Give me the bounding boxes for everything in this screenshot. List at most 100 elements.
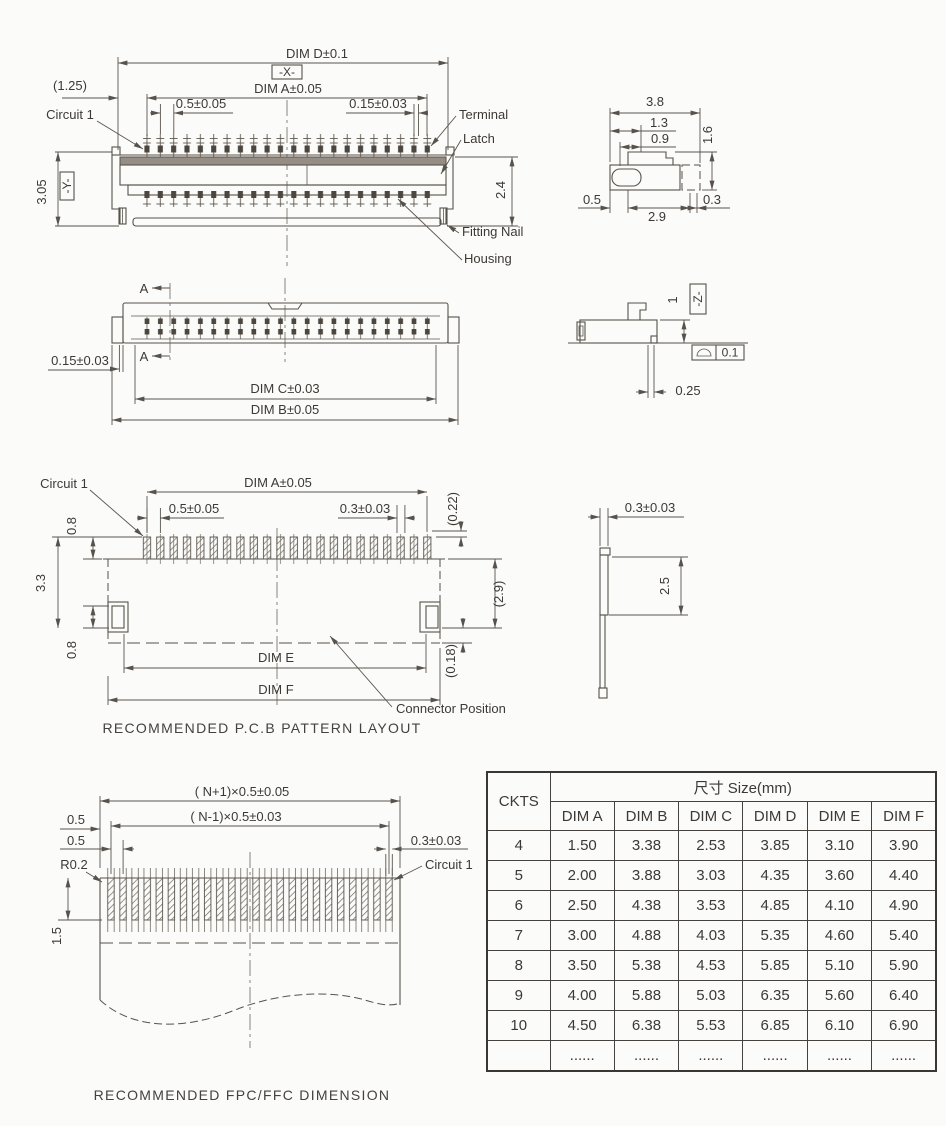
fpc-thickness-label: 0.3±0.03 <box>625 500 676 515</box>
cell-value: 4.85 <box>742 890 808 921</box>
table-row: 5 2.00 3.88 3.03 4.35 3.60 4.40 <box>486 860 937 891</box>
latch-label: Latch <box>463 131 495 146</box>
col-header-dim-c: DIM C <box>678 801 744 831</box>
cell-value: 5.03 <box>678 980 744 1011</box>
cell-value: 3.00 <box>549 920 615 951</box>
pad-0-8-top-label: 0.8 <box>64 517 79 535</box>
dim-c-label: DIM C±0.03 <box>250 381 319 396</box>
pcb-dim-a-label: DIM A±0.05 <box>244 475 312 490</box>
cell-value: 5.90 <box>871 950 937 981</box>
ffc-dimension-view: ( N+1)×0.5±0.05 ( N-1)×0.5±0.03 0.5 0.5 … <box>49 784 473 1103</box>
datum-y-frame <box>59 171 75 201</box>
table-row: 10 4.50 6.38 5.53 6.85 6.10 6.90 <box>486 1010 937 1041</box>
ffc-caption: RECOMMENDED FPC/FFC DIMENSION <box>94 1087 391 1103</box>
w-1-3-label: 1.3 <box>650 115 668 130</box>
connector-position-label: Connector Position <box>396 701 506 716</box>
pad-0-8-bottom-label: 0.8 <box>64 641 79 659</box>
table-row: 8 3.50 5.38 4.53 5.85 5.10 5.90 <box>486 950 937 981</box>
col-header-dim-a: DIM A <box>549 801 615 831</box>
pad-offset-label: 0.15±0.03 <box>51 353 109 368</box>
height-3-05-label: 3.05 <box>34 179 49 204</box>
pitch-label: 0.5±0.05 <box>176 96 227 111</box>
cell-value: 3.85 <box>742 830 808 861</box>
cell-value: 4.40 <box>871 860 937 891</box>
cell-value: 4.03 <box>678 920 744 951</box>
cell-value: 5.40 <box>871 920 937 951</box>
cell-value: 3.10 <box>806 830 873 861</box>
datum-z-label: -Z- <box>691 291 705 306</box>
cell-value: 2.53 <box>678 830 744 861</box>
h-1-label: 1 <box>665 296 680 303</box>
datum-z-frame <box>689 283 707 315</box>
ffc-circuit-1-label: Circuit 1 <box>425 857 473 872</box>
cell-value: 6.85 <box>742 1010 808 1041</box>
cell-value: ...... <box>613 1040 680 1072</box>
table-row: 4 1.50 3.38 2.53 3.85 3.10 3.90 <box>486 830 937 861</box>
cell-value: 4.38 <box>613 890 680 921</box>
cell-value: 2.50 <box>549 890 615 921</box>
datum-y-label: -Y- <box>60 179 74 194</box>
cell-ckts: 7 <box>486 920 551 951</box>
cell-value: 6.40 <box>871 980 937 1011</box>
cell-value: 3.60 <box>806 860 873 891</box>
flatness-value: 0.1 <box>722 346 739 360</box>
ffc-r-0-2-label: R0.2 <box>60 857 87 872</box>
gap-0-18-label: (0.18) <box>443 644 458 678</box>
pcb-circuit-1-label: Circuit 1 <box>40 476 88 491</box>
col-header-dim-d: DIM D <box>742 801 808 831</box>
ffc-w-0-3-label: 0.3±0.03 <box>411 833 462 848</box>
ffc-n-minus-label: ( N-1)×0.5±0.03 <box>190 809 281 824</box>
cell-value: ...... <box>678 1040 744 1072</box>
cell-value: 3.53 <box>678 890 744 921</box>
cell-value: 6.35 <box>742 980 808 1011</box>
fitting-nail-label: Fitting Nail <box>462 224 524 239</box>
table-row: 9 4.00 5.88 5.03 6.35 5.60 6.40 <box>486 980 937 1011</box>
w-2-9-label: 2.9 <box>648 209 666 224</box>
ffc-1-5-label: 1.5 <box>49 927 64 945</box>
cell-value: 3.38 <box>613 830 680 861</box>
cell-value: 4.10 <box>806 890 873 921</box>
cell-value: 5.85 <box>742 950 808 981</box>
section-a-top-label: A <box>140 281 149 296</box>
col-header-dim-e: DIM E <box>806 801 873 831</box>
w-0-9-label: 0.9 <box>651 131 669 146</box>
cell-value: ...... <box>871 1040 937 1072</box>
table-header-ckts: CKTS <box>486 771 551 831</box>
cell-value: 4.35 <box>742 860 808 891</box>
cell-value: 5.38 <box>613 950 680 981</box>
cell-ckts: 5 <box>486 860 551 891</box>
cell-value: 3.90 <box>871 830 937 861</box>
height-2-4-label: 2.4 <box>493 181 508 199</box>
cell-ckts: 6 <box>486 890 551 921</box>
dim-a-label: DIM A±0.05 <box>254 81 322 96</box>
cell-value: 4.60 <box>806 920 873 951</box>
w-0-3-label: 0.3 <box>703 192 721 207</box>
size-table-grid: CKTS 尺寸 Size(mm) DIM A DIM B DIM C DIM D… <box>486 771 937 1072</box>
cell-value: ...... <box>742 1040 808 1072</box>
fpc-2-5-label: 2.5 <box>657 577 672 595</box>
cell-value: ...... <box>806 1040 873 1072</box>
gap-0-22-label: (0.22) <box>445 492 460 526</box>
cell-value: 1.50 <box>549 830 615 861</box>
cell-value: 4.90 <box>871 890 937 921</box>
size-table: CKTS 尺寸 Size(mm) DIM A DIM B DIM C DIM D… <box>486 771 937 1072</box>
cell-value: 5.35 <box>742 920 808 951</box>
cell-value: 3.88 <box>613 860 680 891</box>
ffc-pitch-label: 0.5 <box>67 833 85 848</box>
cell-value: 5.88 <box>613 980 680 1011</box>
h-2-9-label: (2.9) <box>491 581 506 608</box>
datum-x-label: -X- <box>279 65 295 79</box>
bottom-view: A A 0.15±0.03 DIM C±0.03 DIM B±0.05 <box>48 278 460 425</box>
cell-value: 6.38 <box>613 1010 680 1041</box>
h-1-6-label: 1.6 <box>700 126 715 144</box>
terminal-width-label: 0.15±0.03 <box>349 96 407 111</box>
w-0-5-label: 0.5 <box>583 192 601 207</box>
cell-value: 6.10 <box>806 1010 873 1041</box>
cell-value: ...... <box>549 1040 615 1072</box>
table-row: ...... ...... ...... ...... ...... .....… <box>486 1040 937 1072</box>
datum-x-frame <box>271 64 303 80</box>
pcb-pad-width-label: 0.3±0.03 <box>340 501 391 516</box>
cell-value: 4.88 <box>613 920 680 951</box>
cell-ckts: 8 <box>486 950 551 981</box>
